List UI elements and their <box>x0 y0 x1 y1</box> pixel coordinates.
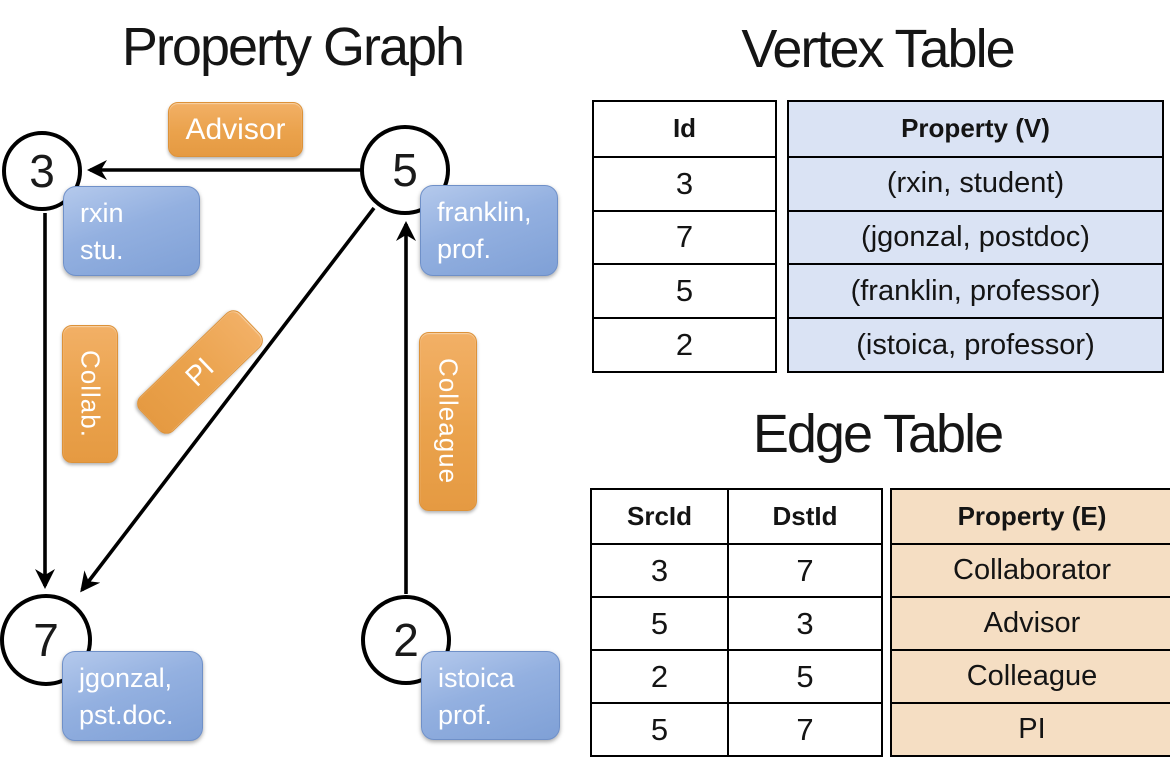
vertex-property-line1: istoica <box>438 663 515 693</box>
vertex-property-cell: (istoica, professor) <box>789 317 1162 371</box>
column-header-property-e: Property (E) <box>957 501 1107 531</box>
node-id-label-2: 2 <box>393 614 419 666</box>
edge-label-collab: Collab. <box>62 325 118 463</box>
edge-dst-cell: 7 <box>727 702 881 755</box>
vertex-property-line1: rxin <box>80 198 124 228</box>
vertex-table-property-column: Property (V) (rxin, student) (jgonzal, p… <box>787 100 1164 373</box>
edge-table-title: Edge Table <box>752 404 1004 464</box>
node-id-label-7: 7 <box>33 614 59 666</box>
edge-property-cell: Advisor <box>892 596 1170 649</box>
vertex-table-id-column: Id 3 7 5 2 <box>592 100 777 373</box>
edge-label-collab-text: Collab. <box>75 350 106 438</box>
vertex-property-line1: jgonzal, <box>79 663 173 693</box>
graph-edges-svg <box>35 160 416 594</box>
vertex-property-line2: prof. <box>438 700 493 730</box>
edge-table-srcdst-columns: SrcId DstId 3 7 5 3 2 5 5 7 <box>590 488 883 757</box>
edge-src-cell: 2 <box>592 649 727 702</box>
node-id-label-3: 3 <box>29 145 55 197</box>
vertex-table-title: Vertex Table <box>741 19 1015 79</box>
edge-pi-line <box>80 206 376 593</box>
vertex-id-cell: 3 <box>594 155 775 210</box>
edge-label-advisor-text: Advisor <box>185 112 286 146</box>
edge-dst-cell: 5 <box>727 649 881 702</box>
edge-property-cell: Collaborator <box>892 543 1170 596</box>
edge-property-cell: Colleague <box>892 649 1170 702</box>
node-circle-5: 5 <box>360 125 450 215</box>
vertex-property-line2: stu. <box>80 235 124 265</box>
edge-label-advisor: Advisor <box>168 102 303 157</box>
vertex-property-box-rxin: rxin stu. <box>63 186 200 276</box>
property-graph-title: Property Graph <box>121 17 465 77</box>
node-circle-2: 2 <box>361 595 451 685</box>
column-header-property-v: Property (V) <box>901 113 1050 144</box>
vertex-id-cell: 5 <box>594 263 775 317</box>
vertex-id-cell: 2 <box>594 317 775 371</box>
vertex-property-line2: pst.doc. <box>79 700 174 730</box>
edge-src-cell: 5 <box>592 702 727 755</box>
vertex-property-line1: franklin, <box>437 197 532 227</box>
vertex-id-cell: 7 <box>594 209 775 264</box>
vertex-property-cell: (rxin, student) <box>789 155 1162 210</box>
column-header-id: Id <box>672 113 697 144</box>
edge-label-colleague-text: Colleague <box>433 358 464 485</box>
edge-label-colleague: Colleague <box>419 332 477 511</box>
vertex-property-box-franklin: franklin, prof. <box>420 185 558 276</box>
node-id-label-5: 5 <box>392 144 418 196</box>
edge-property-cell: PI <box>892 702 1170 755</box>
edge-label-pi-text: PI <box>179 351 220 392</box>
column-header-dstid: DstId <box>727 490 881 543</box>
vertex-property-line2: prof. <box>437 234 492 264</box>
vertex-property-cell: (jgonzal, postdoc) <box>789 209 1162 264</box>
edge-dst-cell: 3 <box>727 596 881 649</box>
edge-src-cell: 5 <box>592 596 727 649</box>
vertex-property-box-istoica: istoica prof. <box>421 651 560 740</box>
edge-dst-cell: 7 <box>727 543 881 596</box>
edge-src-cell: 3 <box>592 543 727 596</box>
vertex-property-box-jgonzal: jgonzal, pst.doc. <box>62 651 203 741</box>
edge-table-property-column: Property (E) Collaborator Advisor Collea… <box>890 488 1170 757</box>
column-header-srcid: SrcId <box>626 501 693 531</box>
vertex-property-cell: (franklin, professor) <box>789 263 1162 317</box>
